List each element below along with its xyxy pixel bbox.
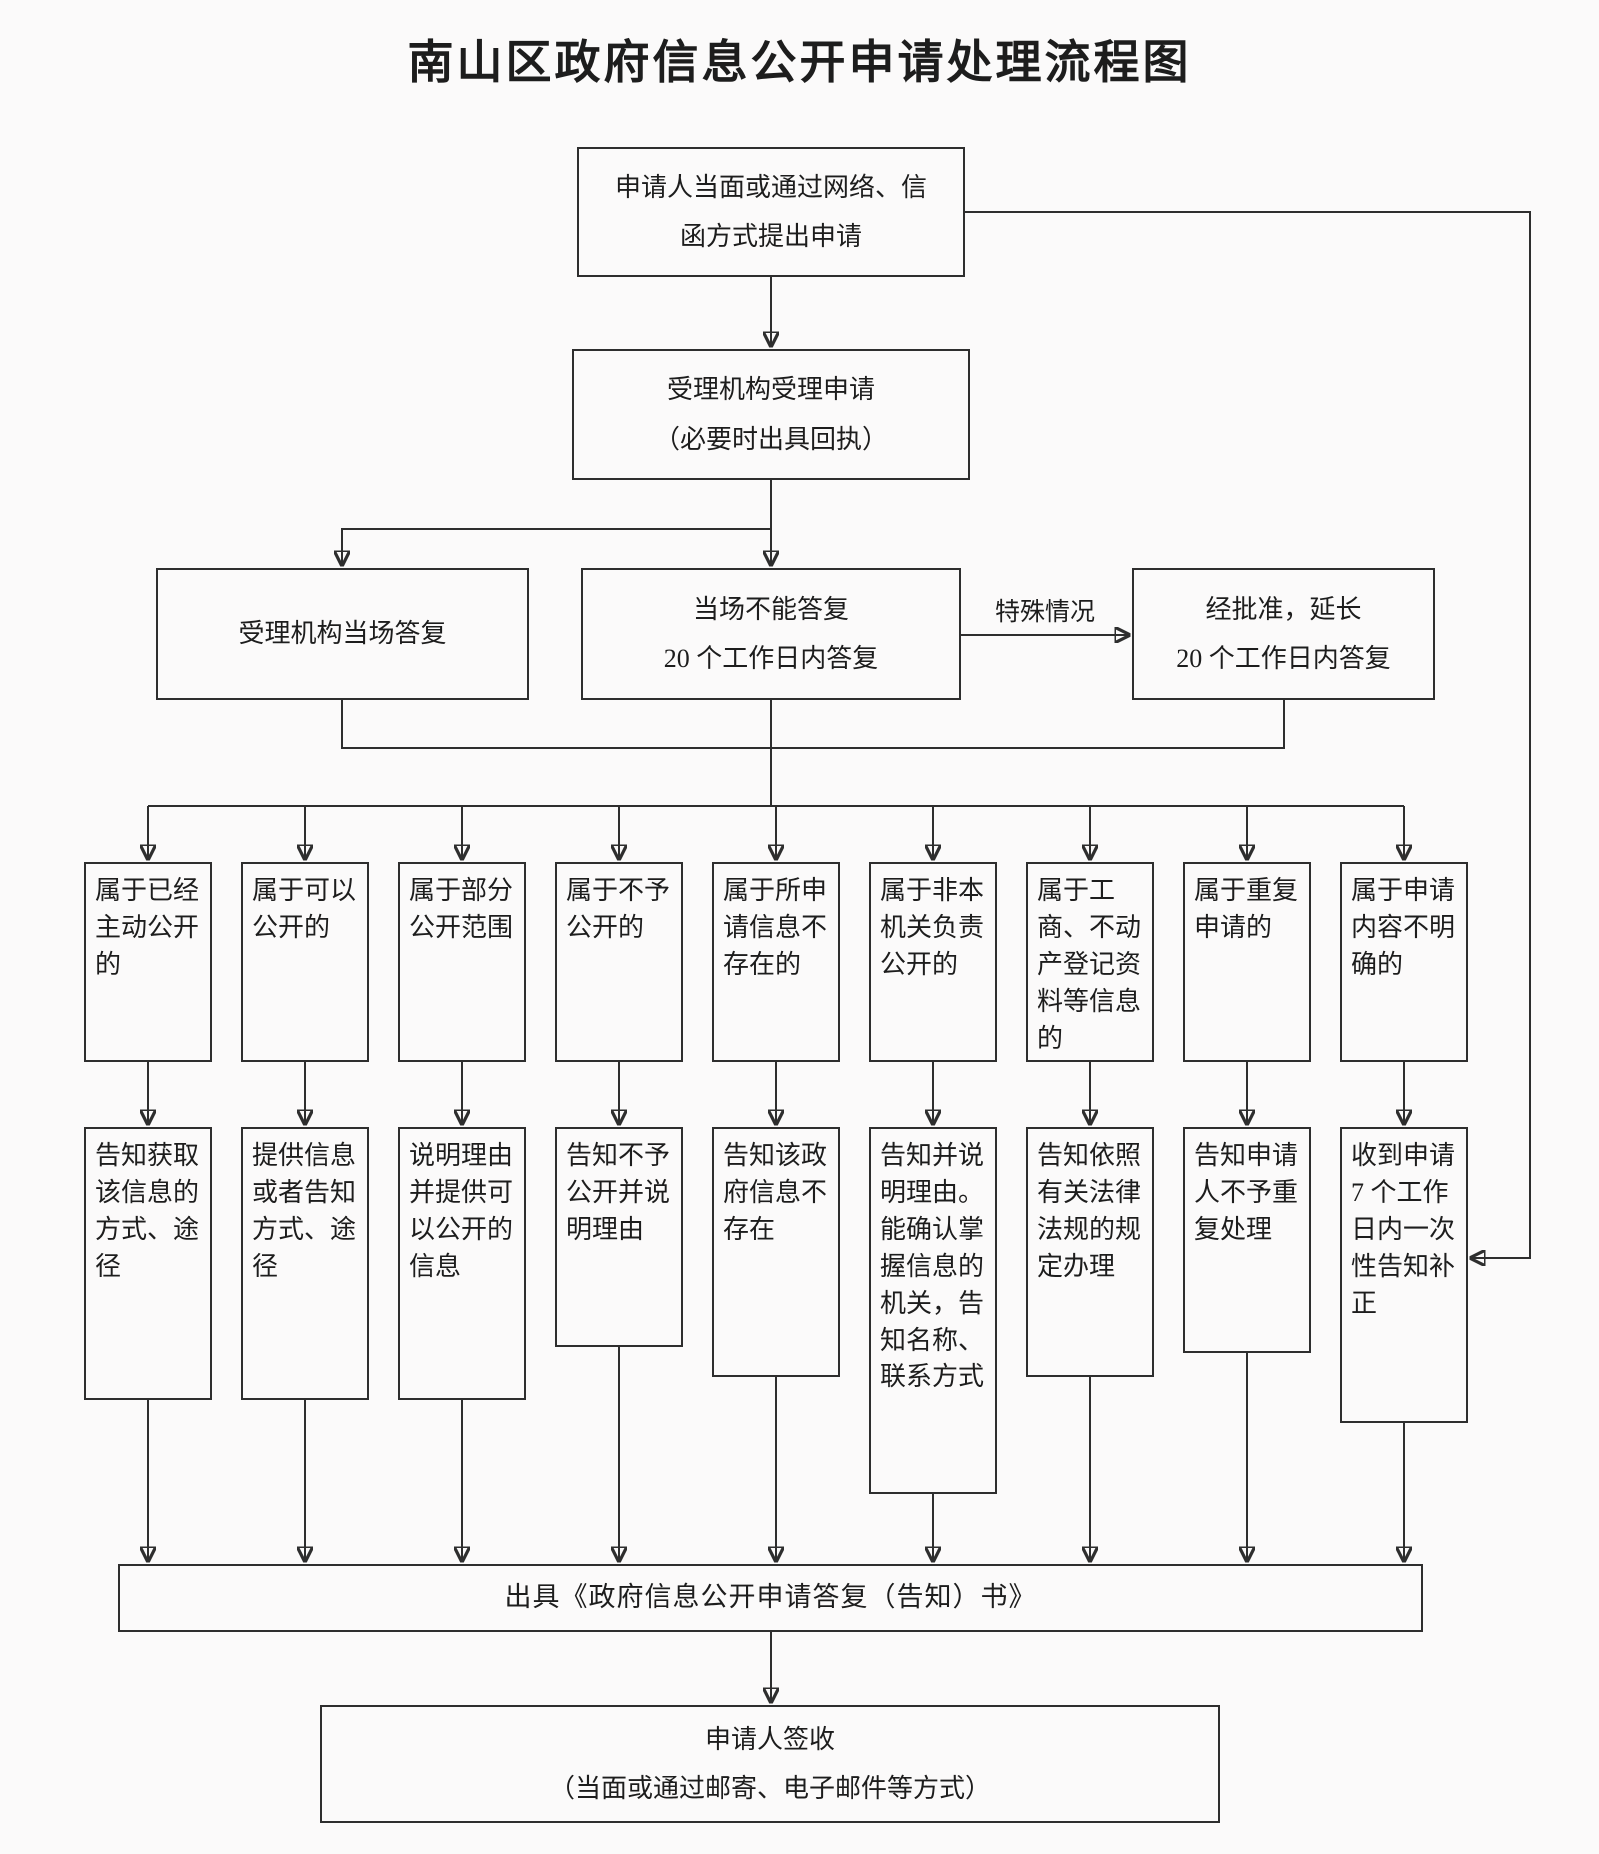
action-box: 提供信息或者告知方式、途径 [241,1127,369,1400]
node-issue-reply: 出具《政府信息公开申请答复（告知）书》 [118,1564,1423,1632]
category-box: 属于非本机关负责公开的 [869,862,997,1062]
category-box: 属于可以公开的 [241,862,369,1062]
node-sign-receipt: 申请人签收 （当面或通过邮寄、电子邮件等方式） [320,1705,1220,1823]
node-onsite-reply: 受理机构当场答复 [156,568,529,700]
category-box: 属于重复申请的 [1183,862,1311,1062]
special-case-label: 特殊情况 [994,599,1095,626]
node-extended-reply: 经批准，延长 20 个工作日内答复 [1132,568,1435,700]
category-box: 属于已经主动公开的 [84,862,212,1062]
flow-line-collector [341,700,1285,749]
action-box: 说明理由并提供可以公开的信息 [398,1127,526,1400]
action-box: 告知申请人不予重复处理 [1183,1127,1311,1353]
action-box: 告知获取该信息的方式、途径 [84,1127,212,1400]
category-box: 属于不予公开的 [555,862,683,1062]
category-box: 属于申请内容不明确的 [1340,862,1468,1062]
action-box: 告知并说明理由。能确认掌握信息的机关，告知名称、联系方式 [869,1127,997,1494]
node-apply: 申请人当面或通过网络、信 函方式提出申请 [577,147,965,277]
action-box: 告知不予公开并说明理由 [555,1127,683,1347]
flow-line-correction-loop [965,211,1531,1258]
flowchart-title: 南山区政府信息公开申请处理流程图 [407,37,1192,88]
action-box: 告知依照有关法律法规的规定办理 [1026,1127,1154,1377]
action-box: 告知该政府信息不存在 [712,1127,840,1377]
category-box: 属于工商、不动产登记资料等信息的 [1026,862,1154,1062]
flow-arrow-accept-onsite [342,528,771,564]
action-box: 收到申请 7 个工作日内一次性告知补正 [1340,1127,1468,1423]
node-cannot-reply: 当场不能答复 20 个工作日内答复 [581,568,961,700]
category-box: 属于所申请信息不存在的 [712,862,840,1062]
node-accept: 受理机构受理申请 （必要时出具回执） [572,349,970,480]
category-box: 属于部分公开范围 [398,862,526,1062]
